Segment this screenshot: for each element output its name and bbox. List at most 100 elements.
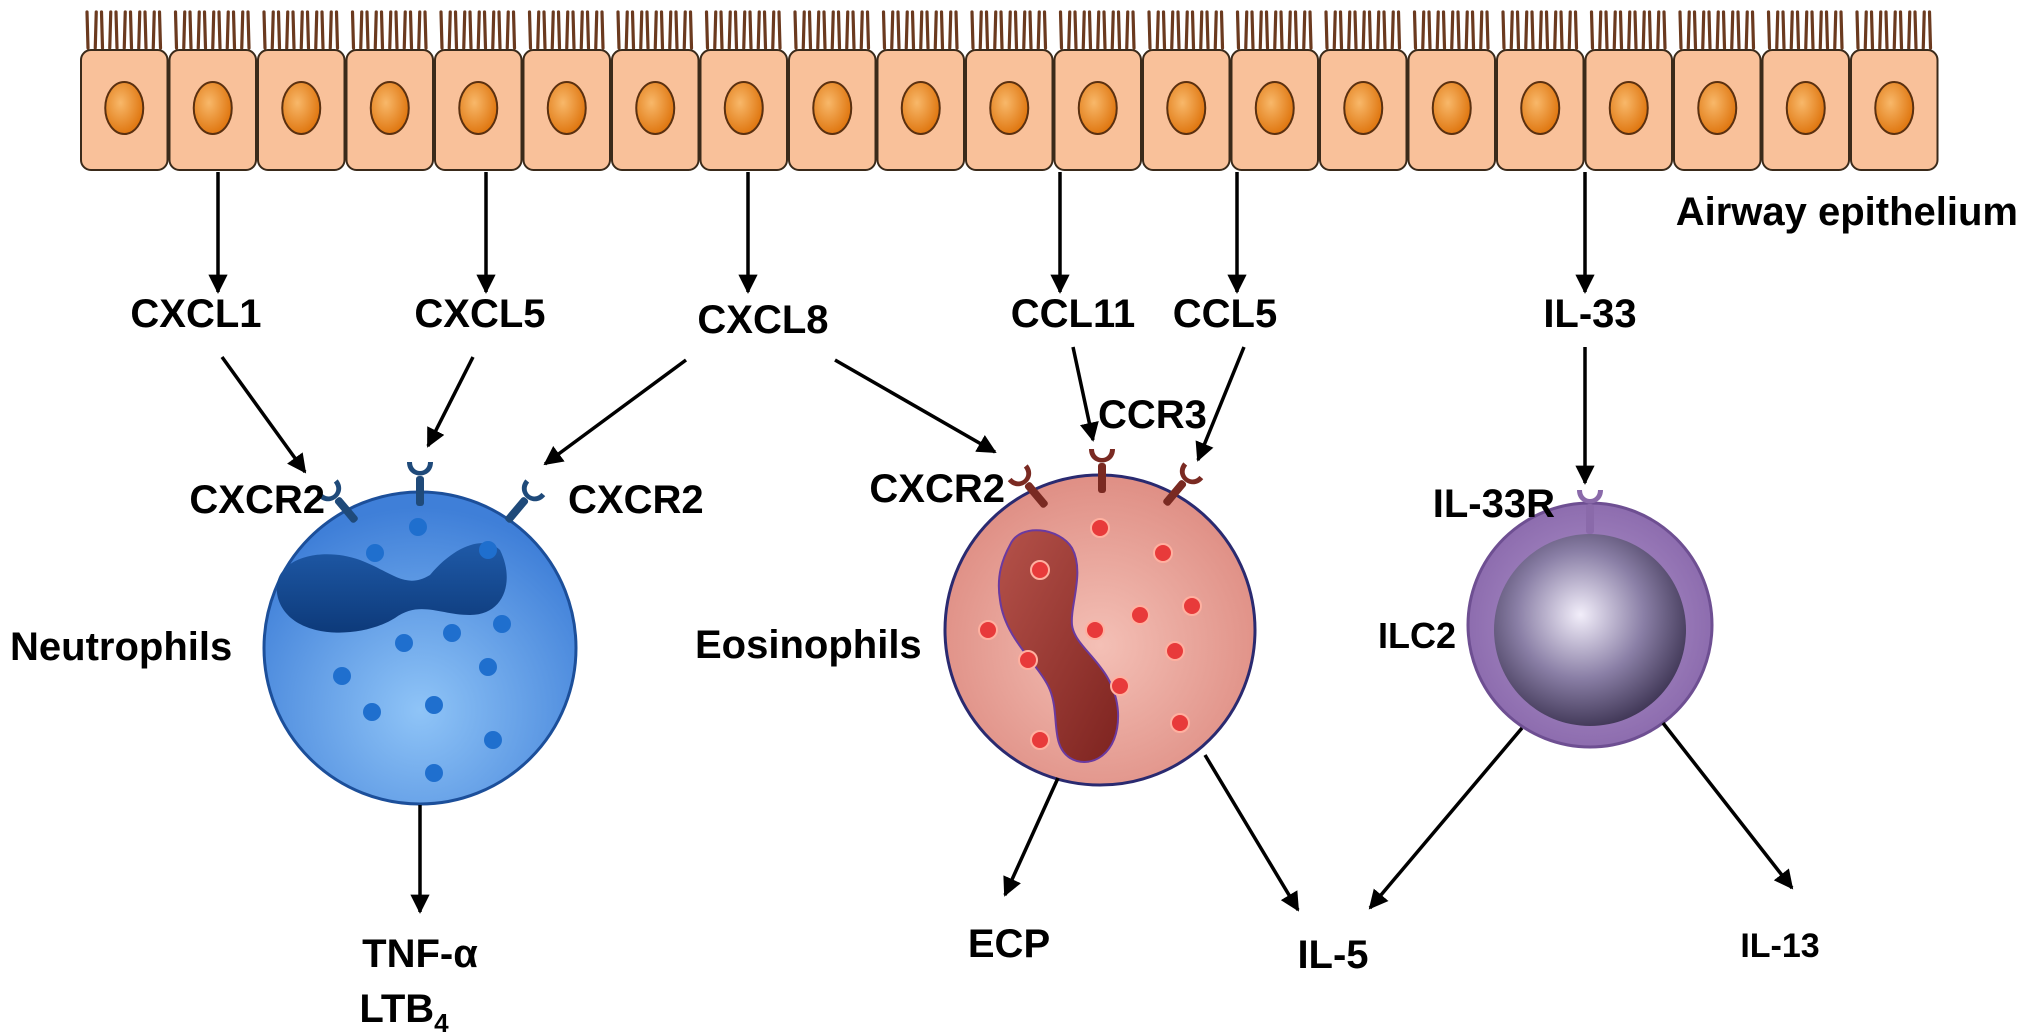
epithelial-cell	[1496, 10, 1585, 171]
cilium	[865, 10, 871, 50]
receptor-stem	[1098, 463, 1106, 493]
cilium	[1470, 10, 1476, 50]
cilium	[1898, 10, 1904, 50]
epithelial-cell	[257, 10, 346, 171]
epithelial-cell	[1850, 10, 1939, 171]
cilia	[439, 10, 517, 50]
il5-label: IL-5	[1297, 933, 1368, 977]
cilium	[182, 10, 187, 50]
receptor-stem	[334, 497, 358, 523]
ltb4-subscript: 4	[434, 1008, 449, 1036]
cilium	[904, 10, 909, 50]
cilium	[314, 10, 319, 50]
cilium	[771, 10, 776, 50]
neutrophil-granule	[363, 703, 381, 721]
cell-nucleus	[1254, 81, 1295, 135]
cilium	[462, 10, 467, 50]
cilium	[196, 10, 201, 50]
cilium	[439, 10, 444, 50]
cell-nucleus	[458, 81, 499, 135]
cilium	[925, 10, 930, 50]
neutrophil-receptors	[317, 462, 546, 523]
eosinophil-granules	[978, 518, 1202, 750]
cilium	[1287, 10, 1292, 50]
cilium	[1081, 10, 1086, 50]
cilium	[276, 10, 282, 50]
cilium	[1396, 10, 1402, 50]
cilium	[114, 10, 119, 50]
cilium	[108, 10, 113, 50]
neutrophil-granule	[425, 696, 443, 714]
cilium	[482, 10, 488, 50]
cilium	[1804, 10, 1809, 50]
cilia	[704, 10, 782, 50]
cilium	[600, 10, 605, 50]
cilium	[1485, 10, 1490, 50]
cilium	[1686, 10, 1691, 50]
cilium	[1427, 10, 1432, 50]
cilium	[365, 10, 370, 50]
cilium	[511, 10, 517, 50]
cilium	[948, 10, 953, 50]
cilium	[793, 10, 798, 50]
cilium	[285, 10, 290, 50]
cilium	[334, 10, 340, 50]
cilium	[890, 10, 895, 50]
cell-nucleus	[1608, 81, 1649, 135]
cilium	[491, 10, 496, 50]
cxcl1-label: CXCL1	[130, 292, 261, 336]
cilium	[1042, 10, 1048, 50]
arrow-ccl11-to-ccr3	[1071, 346, 1099, 442]
cilium	[1007, 10, 1012, 50]
cilium	[173, 10, 179, 50]
cilium	[1361, 10, 1366, 50]
cilia	[350, 10, 428, 50]
cilium	[1464, 10, 1469, 50]
cilium	[1184, 10, 1189, 50]
cilium	[1058, 10, 1064, 50]
cxcl5-label: CXCL5	[414, 292, 545, 336]
epithelial-cell	[522, 10, 611, 171]
cilium	[1538, 10, 1543, 50]
cilium	[1863, 10, 1868, 50]
neutrophil-granule	[479, 541, 497, 559]
ecp-label: ECP	[968, 922, 1050, 966]
cilium	[305, 10, 311, 50]
eosinophil-granule	[1018, 650, 1038, 670]
neutrophil-granules	[333, 518, 511, 782]
cilium	[1308, 10, 1313, 50]
airway-epithelium	[80, 10, 1939, 171]
epithelial-cell	[1230, 10, 1319, 171]
cxcr2-receptor	[1007, 464, 1048, 508]
cilium	[1913, 10, 1918, 50]
cxcl8-label: CXCL8	[697, 298, 828, 342]
cilia	[1766, 10, 1844, 50]
cilium	[1293, 10, 1299, 50]
cilium	[674, 10, 679, 50]
cilium	[211, 10, 216, 50]
cilium	[896, 10, 901, 50]
cilium	[262, 10, 267, 50]
cell-nucleus	[1874, 81, 1915, 135]
cilium	[1412, 10, 1418, 50]
receptor-head	[407, 462, 433, 476]
cilium	[1155, 10, 1160, 50]
cilium	[231, 10, 237, 50]
cilium	[1766, 10, 1772, 50]
neutrophil-granule	[479, 658, 497, 676]
ltb4-base: LTB	[359, 987, 434, 1031]
cilia	[1235, 10, 1313, 50]
cilium	[1789, 10, 1794, 50]
arrow-to-ecp	[1003, 777, 1060, 897]
cilium	[984, 10, 990, 50]
cilium	[682, 10, 687, 50]
cilium	[1073, 10, 1078, 50]
cilium	[1324, 10, 1329, 50]
cilium	[1627, 10, 1632, 50]
cilium	[933, 10, 938, 50]
cilium	[137, 10, 142, 50]
cilium	[1824, 10, 1830, 50]
cilium	[1707, 10, 1712, 50]
cilium	[1855, 10, 1860, 50]
